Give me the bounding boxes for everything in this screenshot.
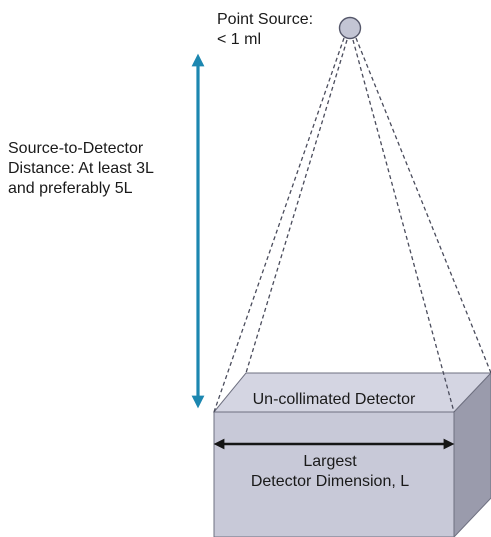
point-source-label: Point Source: < 1 ml (217, 10, 313, 50)
detector-label: Un-collimated Detector (214, 390, 454, 410)
distance-label-line-3: and preferably 5L (8, 180, 133, 197)
ray-front-right (352, 39, 455, 413)
point-source-label-line-1: Point Source: (217, 11, 314, 28)
dimension-label-line-2: Detector Dimension, L (250, 473, 410, 490)
detector-front-face (213, 411, 455, 537)
point-source-label-line-2: < 1 ml (217, 31, 262, 48)
uncollimated-detector-box (212, 372, 491, 537)
detector-label-text: Un-collimated Detector (252, 391, 416, 408)
ray-back-left (245, 39, 348, 374)
dimension-label-line-1: Largest (303, 453, 357, 470)
point-source-icon (338, 16, 362, 40)
dimension-label: Largest Detector Dimension, L (214, 452, 446, 492)
ray-back-right (355, 37, 491, 374)
distance-label-line-2: Distance: At least 3L (8, 160, 154, 177)
ray-front-left (213, 37, 345, 413)
distance-label: Source-to-Detector Distance: At least 3L… (8, 139, 154, 199)
source-rays (213, 37, 491, 413)
distance-label-line-1: Source-to-Detector (8, 140, 144, 157)
